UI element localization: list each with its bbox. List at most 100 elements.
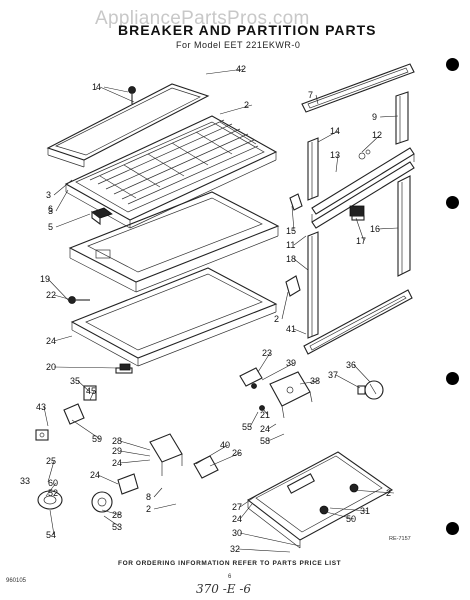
terminal-block-part	[117, 473, 139, 495]
part-callout-6: 6	[48, 204, 53, 214]
screw-part	[128, 86, 136, 104]
leader-line	[317, 130, 339, 143]
clip-part	[115, 363, 133, 374]
leader-line	[291, 205, 295, 232]
part-callout-7: 7	[308, 90, 313, 100]
part-callout-9: 9	[372, 112, 377, 122]
binding-hole	[446, 372, 459, 385]
leader-line	[103, 86, 129, 93]
part-callout-2: 2	[244, 100, 249, 110]
thermostat-control-part	[269, 371, 313, 419]
part-callout-39: 39	[286, 358, 296, 368]
leader-line	[153, 487, 163, 498]
leader-line	[89, 390, 95, 401]
part-callout-16: 16	[370, 224, 380, 234]
leader-line	[239, 503, 253, 520]
partition-frame-part	[68, 191, 280, 293]
leader-line	[101, 509, 121, 516]
part-callout-13: 13	[330, 150, 340, 160]
bottom-strip-part	[303, 289, 413, 355]
leader-line	[315, 94, 319, 105]
leader-line	[209, 452, 241, 467]
leader-line	[45, 482, 57, 497]
part-callout-43: 43	[36, 402, 46, 412]
leader-line	[119, 459, 151, 464]
leader-line	[335, 374, 361, 389]
model-subtitle: For Model EET 221EKWR-0	[176, 40, 301, 50]
part-callout-3: 3	[48, 206, 53, 216]
vertical-strip-part	[395, 91, 409, 145]
binding-hole	[446, 196, 459, 209]
part-callout-35: 35	[70, 376, 80, 386]
leader-line	[239, 495, 257, 508]
part-callout-52: 52	[48, 488, 58, 498]
part-callout-18: 18	[286, 254, 296, 264]
leader-line	[53, 366, 119, 369]
binding-hole	[446, 58, 459, 71]
clip-part	[349, 205, 365, 221]
part-callout-3: 3	[46, 190, 51, 200]
leader-line	[55, 213, 91, 228]
page-code: 960105	[6, 578, 27, 584]
leader-line	[379, 115, 399, 118]
dial-part	[91, 491, 113, 513]
mullion-strip-part	[311, 147, 415, 229]
leader-line	[219, 104, 253, 115]
part-callout-5: 5	[48, 222, 53, 232]
leader-line	[299, 380, 319, 385]
leader-line	[53, 179, 73, 196]
ordering-info-note: FOR ORDERING INFORMATION REFER TO PARTS …	[118, 560, 342, 567]
part-callout-28: 28	[112, 436, 122, 446]
part-callout-29: 29	[112, 446, 122, 456]
relay-part	[149, 433, 183, 476]
part-callout-37: 37	[328, 370, 338, 380]
part-callout-54: 54	[46, 530, 56, 540]
watermark: AppliancePartsPros.com	[95, 8, 310, 29]
leader-line	[195, 444, 229, 465]
part-callout-14: 14	[330, 126, 340, 136]
part-callout-22: 22	[46, 290, 56, 300]
lower-breaker-frame-part	[70, 267, 278, 367]
part-callout-28: 28	[112, 510, 122, 520]
handwritten-note: 370 -E -6	[196, 582, 252, 596]
part-callout-12: 12	[372, 130, 382, 140]
part-callout-24: 24	[232, 514, 242, 524]
leader-line	[237, 548, 291, 553]
leader-line	[353, 364, 371, 383]
leader-line	[329, 507, 369, 512]
clip-part	[289, 193, 303, 211]
vertical-strip-part	[397, 175, 411, 277]
leader-line	[335, 154, 339, 173]
leader-line	[281, 291, 289, 320]
part-callout-50: 50	[346, 514, 356, 524]
part-callout-24: 24	[260, 424, 270, 434]
leader-line	[103, 515, 121, 528]
leader-line	[261, 407, 269, 416]
part-callout-4: 4	[96, 82, 101, 92]
vertical-strip-part	[307, 137, 319, 201]
leader-line	[239, 532, 301, 547]
part-callout-19: 19	[40, 274, 50, 284]
part-callout-53: 53	[112, 522, 122, 532]
part-callout-40: 40	[220, 440, 230, 450]
part-callout-20: 20	[46, 362, 56, 372]
drawing-reference: RE-7157	[389, 536, 411, 542]
leader-line	[43, 406, 49, 427]
leader-line	[53, 294, 73, 301]
leader-line	[71, 419, 101, 440]
leader-line	[351, 489, 395, 494]
part-callout-17: 17	[356, 236, 366, 246]
leader-line	[47, 460, 55, 483]
part-callout-41: 41	[286, 324, 296, 334]
leader-line	[77, 380, 91, 393]
vertical-strip-part	[307, 231, 319, 339]
leader-line	[97, 474, 119, 485]
part-callout-55: 55	[242, 422, 252, 432]
leader-line	[293, 235, 307, 246]
page-title: BREAKER AND PARTITION PARTS	[118, 22, 377, 38]
socket-part	[35, 429, 49, 441]
leader-line	[55, 189, 69, 212]
leader-line	[293, 328, 307, 335]
part-callout-59: 59	[92, 434, 102, 444]
leader-line	[249, 411, 259, 428]
